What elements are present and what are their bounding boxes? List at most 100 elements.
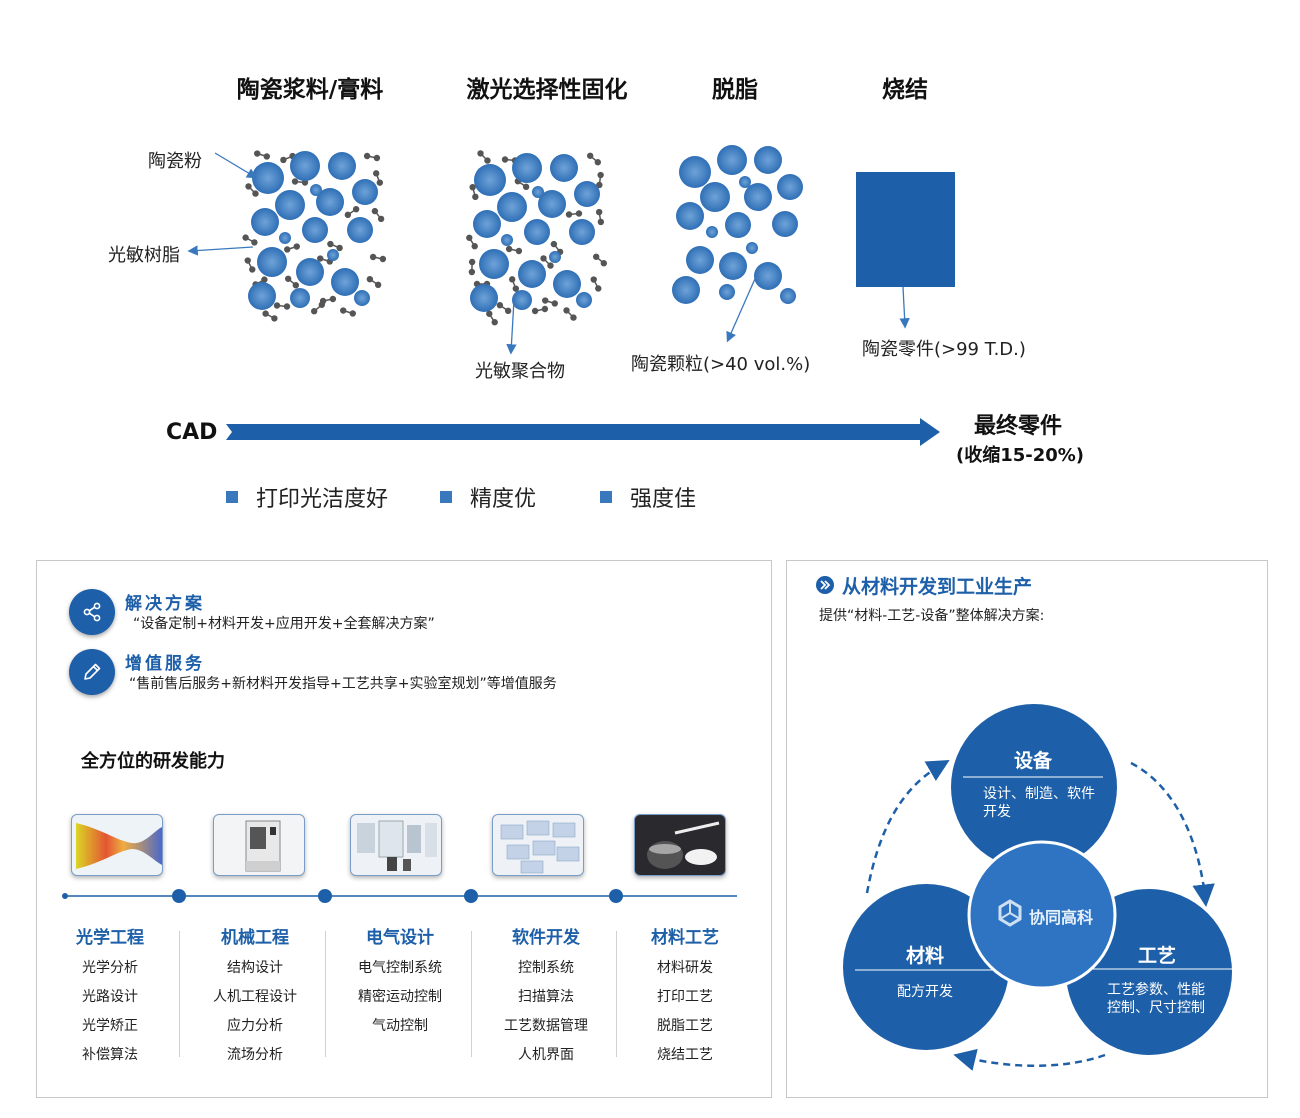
process-title: 工艺	[1138, 945, 1177, 967]
ceramic-sphere	[746, 242, 758, 254]
ceramic-sphere	[518, 260, 546, 288]
feature-precision: 精度优	[440, 481, 536, 513]
cycle-arrow-right	[1130, 761, 1215, 907]
resin-molecule	[254, 150, 270, 160]
shrinkage-label: (收缩15-20%)	[955, 445, 1085, 466]
ceramic-sphere	[310, 184, 322, 196]
ceramic-sphere	[290, 151, 320, 181]
integration-subtitle: 提供“材料-工艺-设备”整体解决方案:	[819, 608, 1045, 624]
pointer-photopolymer	[506, 299, 517, 355]
label-ceramic-particles: 陶瓷颗粒(>40 vol.%)	[631, 354, 811, 375]
resin-molecule	[590, 276, 602, 292]
ceramic-sphere	[576, 292, 592, 308]
pointer-part	[899, 286, 910, 329]
resin-molecule	[310, 301, 326, 315]
resin-molecule	[592, 253, 608, 267]
ceramic-sphere	[252, 162, 284, 194]
rd-capability-title: 全方位的研发能力	[81, 751, 225, 772]
resin-molecule	[469, 183, 479, 201]
resin-molecule	[466, 234, 478, 250]
center-logo-text: 协同高科	[1029, 908, 1094, 927]
material-circle	[843, 884, 1009, 1050]
process-arrow	[226, 418, 940, 446]
final-part-label: 最终零件	[973, 414, 1063, 439]
service-desc-solution: “设备定制+材料开发+应用开发+全套解决方案”	[133, 616, 435, 632]
ceramic-sphere	[347, 217, 373, 243]
resin-molecule	[242, 234, 258, 246]
resin-molecule	[531, 305, 549, 315]
resin-molecule	[284, 243, 300, 253]
sintered-part	[856, 172, 955, 287]
service-title-solution: 解决方案	[125, 594, 205, 614]
resin-molecule	[245, 183, 259, 197]
resin-molecule	[542, 297, 558, 307]
rd-timeline	[62, 889, 737, 903]
bullet-square-icon	[440, 491, 452, 503]
rd-column-mechanical: 机械工程 结构设计 人机工程设计 应力分析 流场分析	[213, 928, 297, 1063]
resin-molecule	[586, 152, 602, 166]
label-ceramic-powder: 陶瓷粉	[148, 151, 202, 172]
particle-illustration	[187, 145, 955, 446]
resin-molecule	[596, 171, 604, 189]
label-ceramic-part: 陶瓷零件(>99 T.D.)	[862, 339, 1026, 360]
ceramic-sphere	[780, 288, 796, 304]
ceramic-sphere	[316, 188, 344, 216]
rd-column-optics: 光学工程 光学分析 光路设计 光学矫正 补偿算法	[76, 928, 144, 1063]
feature-finish: 打印光洁度好	[226, 481, 388, 513]
ceramic-sphere	[672, 276, 700, 304]
debinded-particles	[672, 145, 803, 304]
ceramic-sphere	[532, 186, 544, 198]
rd-column-electrical: 电气设计 电气控制系统 精密运动控制 气动控制	[358, 928, 442, 1034]
triad-diagram	[843, 704, 1233, 1071]
stage-title-slurry: 陶瓷浆料/膏料	[236, 77, 384, 103]
cycle-arrow-bottom	[953, 1048, 1106, 1071]
process-desc-line2: 控制、尺寸控制	[1107, 1000, 1205, 1016]
column-divider	[179, 931, 180, 1057]
integration-title: 从材料开发到工业生产	[842, 576, 1033, 598]
ceramic-sphere	[538, 190, 566, 218]
logo-cube-icon	[998, 899, 1022, 927]
ceramic-sphere	[574, 181, 600, 207]
ceramic-sphere	[706, 226, 718, 238]
ceramic-sphere	[328, 152, 356, 180]
ceramic-sphere	[512, 290, 532, 310]
ceramic-sphere	[251, 208, 279, 236]
cad-label: CAD	[166, 420, 218, 445]
ceramic-sphere	[327, 249, 339, 261]
rd-column-materials: 材料工艺 材料研发 打印工艺 脱脂工艺 烧结工艺	[651, 928, 719, 1063]
ceramic-sphere	[717, 145, 747, 175]
pointer-particles	[726, 271, 759, 343]
equipment-circle	[951, 704, 1117, 870]
slurry-particles	[242, 150, 387, 322]
resin-molecule	[595, 208, 605, 226]
ceramic-sphere	[354, 290, 370, 306]
resin-molecule	[477, 150, 491, 164]
capability-panel: 解决方案 “设备定制+材料开发+应用开发+全套解决方案” 增值服务 “售前售后服…	[36, 560, 772, 1098]
resin-molecule	[366, 275, 382, 289]
resin-molecule	[468, 258, 476, 276]
ceramic-sphere	[290, 288, 310, 308]
resin-molecule	[340, 307, 356, 317]
resin-molecule	[473, 280, 491, 288]
resin-molecule	[363, 152, 381, 162]
ceramic-sphere	[331, 268, 359, 296]
cycle-arrow-left	[865, 759, 950, 894]
resin-molecule	[284, 275, 300, 289]
ceramic-sphere	[512, 153, 542, 183]
ceramic-powder-image	[634, 814, 726, 876]
resin-molecule	[317, 255, 333, 265]
ceramic-sphere	[257, 247, 287, 277]
ceramic-sphere	[296, 258, 324, 286]
ceramic-sphere	[719, 252, 747, 280]
resin-molecule	[508, 276, 520, 292]
resin-molecule	[369, 253, 387, 263]
ceramic-sphere	[725, 212, 751, 238]
ceramic-sphere	[497, 192, 527, 222]
electrical-panel-image	[350, 814, 442, 876]
ceramic-sphere	[719, 284, 735, 300]
resin-molecule	[244, 257, 256, 273]
ceramic-sphere	[676, 202, 704, 230]
process-desc-line1: 工艺参数、性能	[1107, 982, 1205, 998]
pencil-icon	[69, 649, 115, 695]
resin-molecule	[371, 207, 385, 223]
